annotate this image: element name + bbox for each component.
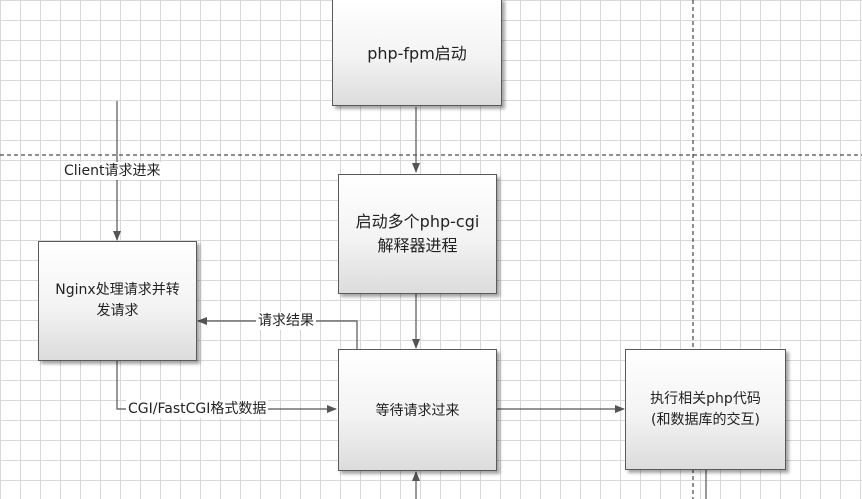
start-multi-php-cgi-line2: 解释器进程 <box>377 236 458 255</box>
execute-php-line2: (和数据库的交互) <box>651 411 760 428</box>
edge-wait-to-nginx <box>197 317 358 349</box>
cgi-format-data-label: CGI/FastCGI格式数据 <box>126 400 269 418</box>
execute-php-line1: 执行相关php代码 <box>650 390 761 407</box>
request-result-label: 请求结果 <box>256 312 316 330</box>
start-multi-php-cgi-box: 启动多个php-cgi 解释器进程 <box>338 174 497 294</box>
nginx-process-line1: Nginx处理请求并转 <box>55 282 180 298</box>
php-fpm-start-label: php-fpm启动 <box>367 44 467 63</box>
wait-request-label: 等待请求过来 <box>375 403 460 419</box>
wait-request-box: 等待请求过来 <box>338 349 497 471</box>
client-request-label: Client请求进来 <box>62 162 163 180</box>
php-fpm-start-box: php-fpm启动 <box>332 0 502 106</box>
nginx-process-line2: 发请求 <box>96 303 139 319</box>
nginx-process-box: Nginx处理请求并转 发请求 <box>38 241 197 361</box>
start-multi-php-cgi-line1: 启动多个php-cgi <box>355 212 480 231</box>
execute-php-box: 执行相关php代码 (和数据库的交互) <box>625 349 786 470</box>
